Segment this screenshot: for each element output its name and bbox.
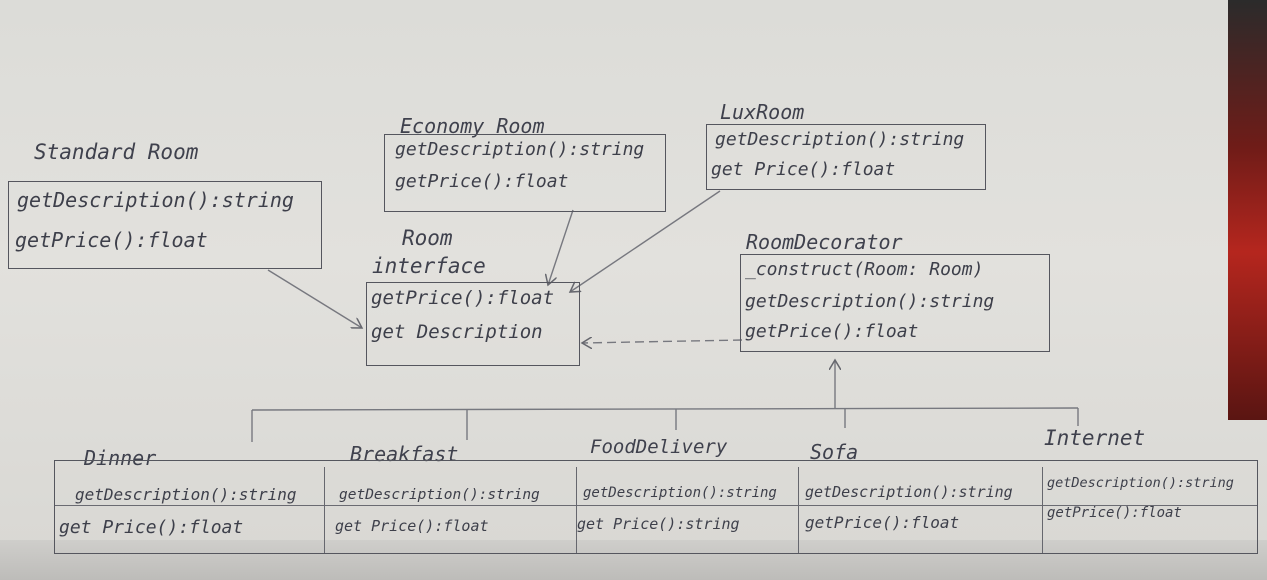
standard-room-method: getDescription():string bbox=[17, 188, 294, 212]
standard-room-title: Standard Room bbox=[34, 140, 199, 164]
breakfast-title: Breakfast bbox=[350, 442, 459, 466]
room-decorator-box: _construct(Room: Room) getDescription():… bbox=[740, 254, 1050, 352]
room-decorator-title: RoomDecorator bbox=[746, 230, 903, 254]
arrow-standard-to-room bbox=[267, 269, 362, 328]
internet-method: getPrice():float bbox=[1047, 505, 1182, 521]
paper-shadow bbox=[0, 540, 1267, 580]
arrow-decorator-to-room bbox=[582, 340, 743, 343]
room-method: get Description bbox=[371, 321, 543, 343]
economy-room-method: getPrice():float bbox=[395, 171, 569, 192]
internet-method: getDescription():string bbox=[1047, 475, 1234, 491]
internet-title: Internet bbox=[1044, 426, 1146, 450]
room-decorator-method: getPrice():float bbox=[745, 321, 919, 342]
breakfast-box: getDescription():string get Price():floa… bbox=[325, 467, 577, 553]
table-mid-line bbox=[55, 505, 1257, 506]
internet-box: getDescription():string getPrice():float bbox=[1043, 467, 1257, 553]
sofa-method: getPrice():float bbox=[805, 513, 960, 532]
economy-room-box: getDescription():string getPrice():float bbox=[384, 134, 666, 212]
dinner-method: getDescription():string bbox=[75, 485, 297, 504]
breakfast-method: get Price():float bbox=[335, 517, 489, 535]
fooddelivery-method: getDescription():string bbox=[583, 485, 777, 501]
desk-edge bbox=[1228, 0, 1267, 420]
lux-room-title: LuxRoom bbox=[720, 100, 805, 124]
room-decorator-method: getDescription():string bbox=[745, 291, 995, 312]
economy-room-method: getDescription():string bbox=[395, 139, 645, 160]
subclass-table: getDescription():string get Price():floa… bbox=[54, 460, 1258, 554]
sofa-method: getDescription():string bbox=[805, 483, 1013, 501]
lux-room-box: getDescription():string get Price():floa… bbox=[706, 124, 986, 190]
dinner-box: getDescription():string get Price():floa… bbox=[55, 467, 325, 553]
room-title: Room bbox=[402, 226, 453, 250]
fooddelivery-method: get Price():string bbox=[577, 515, 740, 533]
fooddelivery-title: FoodDelivery bbox=[590, 436, 728, 458]
standard-room-box: getDescription():string getPrice():float bbox=[8, 181, 322, 269]
tree-bar bbox=[251, 407, 1079, 411]
arrow-economy-to-room bbox=[548, 209, 574, 285]
dinner-method: get Price():float bbox=[59, 517, 244, 538]
room-decorator-method: _construct(Room: Room) bbox=[745, 259, 984, 280]
fooddelivery-box: getDescription():string get Price():stri… bbox=[577, 467, 799, 553]
breakfast-method: getDescription():string bbox=[339, 487, 540, 503]
dinner-title: Dinner bbox=[84, 446, 157, 470]
room-interface-box: getPrice():float get Description bbox=[366, 282, 580, 366]
room-method: getPrice():float bbox=[371, 287, 555, 309]
room-stereotype: interface bbox=[372, 254, 486, 278]
sofa-box: getDescription():string getPrice():float bbox=[799, 467, 1043, 553]
standard-room-method: getPrice():float bbox=[15, 228, 208, 252]
lux-room-method: getDescription():string bbox=[715, 129, 965, 150]
arrow-lux-to-room bbox=[570, 190, 721, 292]
lux-room-method: get Price():float bbox=[711, 159, 896, 180]
